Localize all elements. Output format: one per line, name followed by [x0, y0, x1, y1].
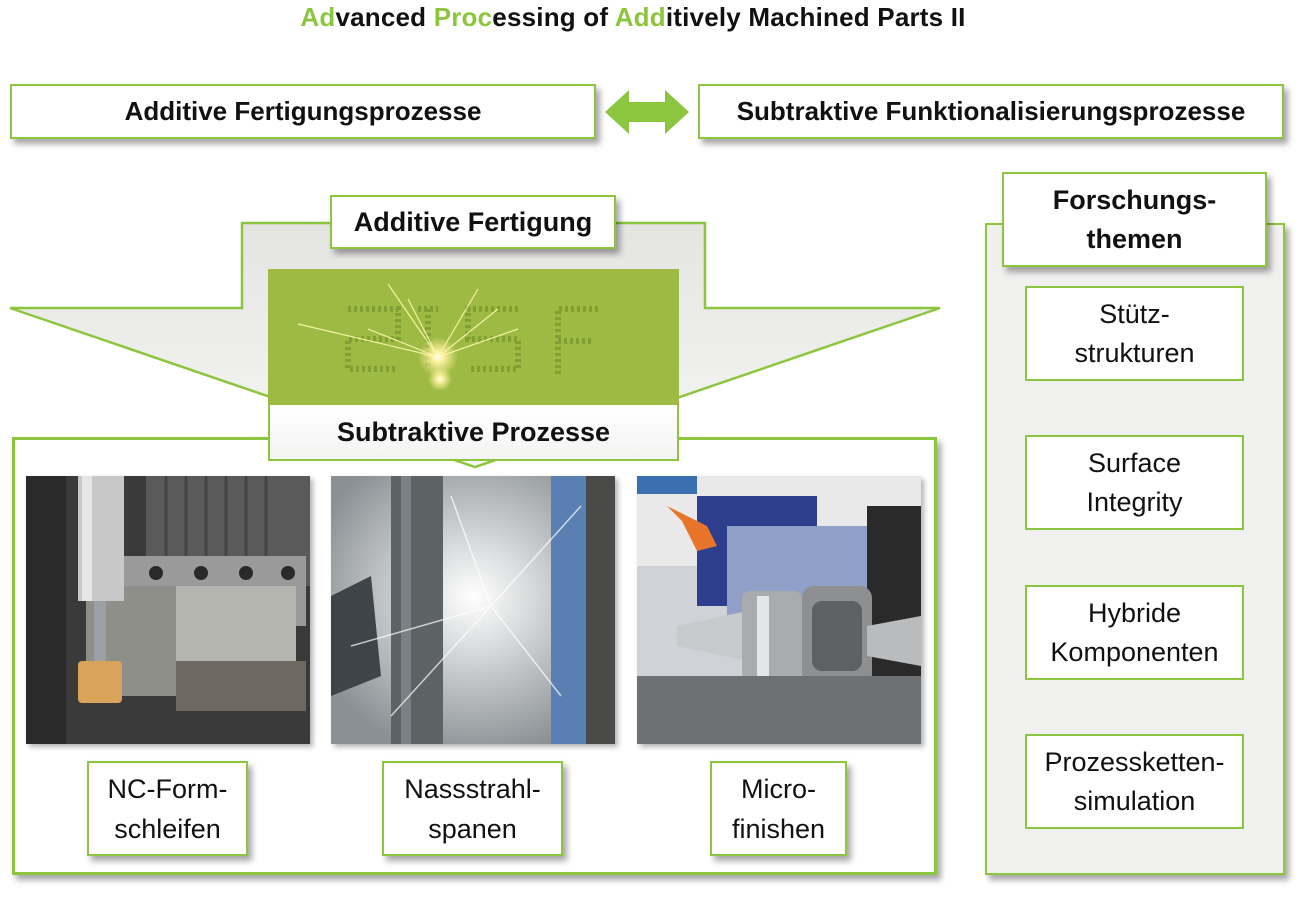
photo-label-line: spanen	[428, 813, 517, 844]
additive-manufacturing-label-box: Additive Fertigung	[330, 195, 616, 249]
photo-label-line: Nassstrahl-	[404, 773, 541, 804]
title-part: vanced	[335, 2, 434, 32]
topic-line: Surface	[1087, 447, 1182, 478]
photo-label-line: NC-Form-	[107, 773, 228, 804]
topic-line: simulation	[1073, 785, 1196, 816]
topic-line: Integrity	[1086, 486, 1183, 517]
subtractive-processes-label-box: Subtraktive Prozesse	[268, 405, 679, 461]
microfinishing-photo	[637, 476, 921, 744]
double-arrow-icon	[605, 90, 689, 134]
topic-line: Prozessketten-	[1044, 746, 1225, 777]
photo-label-line: Micro-	[741, 773, 816, 804]
microfinishing-label-box: Micro- finishen	[710, 761, 847, 856]
topic-support-structures: Stütz- strukturen	[1025, 286, 1244, 381]
topic-line: strukturen	[1074, 337, 1195, 368]
topic-hybrid-components: Hybride Komponenten	[1025, 585, 1244, 680]
topic-line: Komponenten	[1050, 636, 1219, 667]
title-part: Ad	[300, 2, 336, 32]
additive-manufacturing-label: Additive Fertigung	[353, 206, 593, 237]
title-part: itively Machined Parts II	[665, 2, 966, 32]
photo-label-line: finishen	[731, 813, 826, 844]
topic-process-chain-simulation: Prozessketten- simulation	[1025, 734, 1244, 829]
title-part: Proc	[433, 2, 493, 32]
laser-melting-photo	[268, 269, 679, 405]
research-heading-line1: Forschungs-	[1052, 184, 1217, 215]
subtractive-processes-heading: Subtraktive Prozesse	[336, 416, 611, 447]
topic-line: Hybride	[1087, 597, 1182, 628]
topic-surface-integrity: Surface Integrity	[1025, 435, 1244, 530]
additive-processes-box: Additive Fertigungsprozesse	[10, 84, 596, 139]
page-title: Advanced Processing of Additively Machin…	[0, 2, 1266, 33]
nc-grinding-label-box: NC-Form- schleifen	[87, 761, 248, 856]
nc-grinding-photo	[26, 476, 310, 744]
research-topics-heading: Forschungs- themen	[1002, 172, 1267, 267]
research-heading-line2: themen	[1086, 223, 1183, 254]
subtractive-processes-label: Subtraktive Funktionalisierungsprozesse	[736, 96, 1246, 126]
photo-label-line: schleifen	[114, 813, 221, 844]
subtractive-processes-box: Subtraktive Funktionalisierungsprozesse	[698, 84, 1284, 139]
water-jet-photo	[331, 476, 615, 744]
additive-processes-label: Additive Fertigungsprozesse	[124, 96, 482, 126]
title-part: essing of	[492, 2, 615, 32]
topic-line: Stütz-	[1099, 298, 1170, 329]
water-jet-label-box: Nassstrahl- spanen	[382, 761, 563, 856]
title-part: Add	[614, 2, 666, 32]
